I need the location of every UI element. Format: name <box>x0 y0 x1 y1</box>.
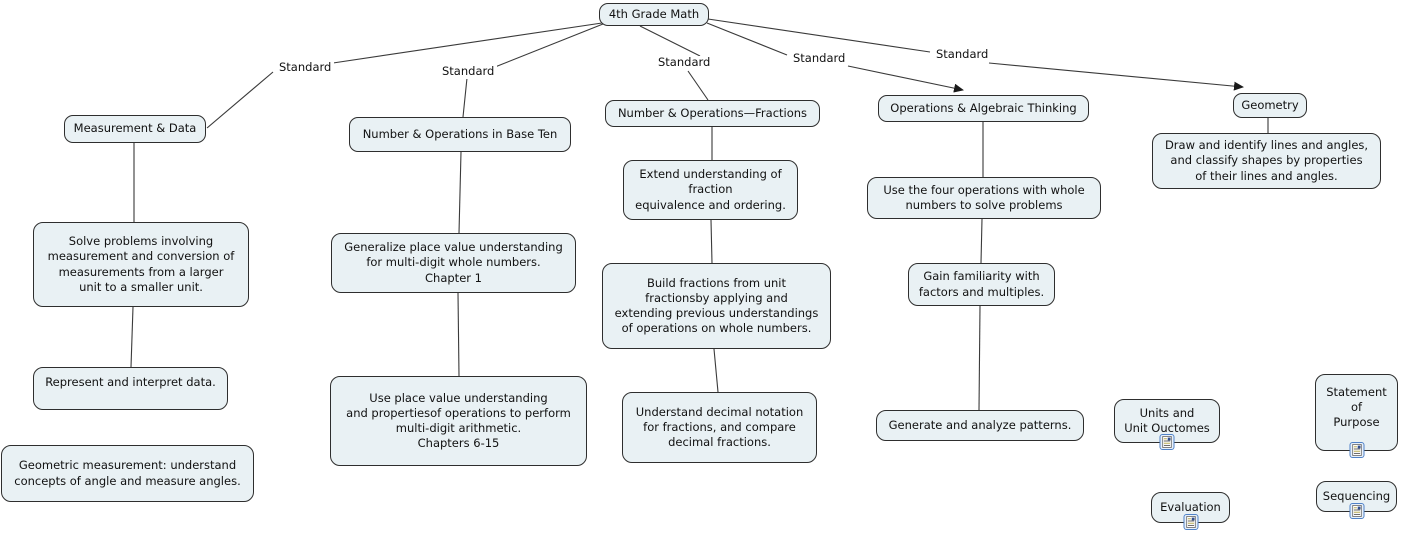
document-resource-icon[interactable] <box>1159 434 1175 450</box>
link-label-standard-4[interactable]: Standard <box>790 51 849 66</box>
concept-node-units-outcomes[interactable]: Units and Unit Ouctomes <box>1114 399 1220 450</box>
concept-node-build-fractions[interactable]: Build fractions from unit fractionsby ap… <box>602 263 831 349</box>
concept-node-draw-identify[interactable]: Draw and identify lines and angles, and … <box>1152 133 1381 189</box>
evaluation-label: Evaluation <box>1160 499 1221 514</box>
statement-purpose-label: Statement of Purpose <box>1326 384 1387 430</box>
sequencing-label: Sequencing <box>1322 488 1391 503</box>
concept-node-use-place-value[interactable]: Use place value understanding and proper… <box>330 376 587 466</box>
concept-node-sequencing[interactable]: Sequencing <box>1316 481 1397 519</box>
link-label-standard-5[interactable]: Standard <box>933 47 992 62</box>
concept-node-base-ten[interactable]: Number & Operations in Base Ten <box>349 117 571 152</box>
link-label-standard-1[interactable]: Standard <box>276 60 335 75</box>
document-resource-icon[interactable] <box>1349 442 1364 458</box>
concept-node-fractions[interactable]: Number & Operations—Fractions <box>605 100 820 127</box>
concept-node-evaluation[interactable]: Evaluation <box>1151 492 1230 530</box>
concept-node-understand-decimal[interactable]: Understand decimal notation for fraction… <box>622 392 817 463</box>
concept-node-represent-data[interactable]: Represent and interpret data. <box>33 367 228 410</box>
concept-node-generalize-place-value[interactable]: Generalize place value understanding for… <box>331 233 576 293</box>
concept-node-geometric-measurement[interactable]: Geometric measurement: understand concep… <box>1 445 254 502</box>
concept-node-statement-purpose[interactable]: Statement of Purpose <box>1315 374 1398 458</box>
concept-node-solve-problems[interactable]: Solve problems involving measurement and… <box>33 222 249 307</box>
concept-node-4th-grade-math[interactable]: 4th Grade Math <box>599 3 709 26</box>
concept-node-extend-understanding[interactable]: Extend understanding of fraction equival… <box>623 160 798 220</box>
concept-node-operations-algebraic[interactable]: Operations & Algebraic Thinking <box>878 95 1089 122</box>
document-resource-icon[interactable] <box>1183 514 1198 530</box>
concept-node-gain-familiarity[interactable]: Gain familiarity with factors and multip… <box>908 263 1055 306</box>
concept-node-generate-patterns[interactable]: Generate and analyze patterns. <box>876 410 1084 441</box>
link-label-standard-2[interactable]: Standard <box>439 64 498 79</box>
units-outcomes-label: Units and Unit Ouctomes <box>1124 405 1210 435</box>
concept-node-use-four-operations[interactable]: Use the four operations with whole numbe… <box>867 177 1101 219</box>
concept-node-measurement-data[interactable]: Measurement & Data <box>64 115 206 143</box>
link-label-standard-3[interactable]: Standard <box>655 55 714 70</box>
concept-node-geometry[interactable]: Geometry <box>1233 93 1307 118</box>
document-resource-icon[interactable] <box>1349 503 1364 519</box>
